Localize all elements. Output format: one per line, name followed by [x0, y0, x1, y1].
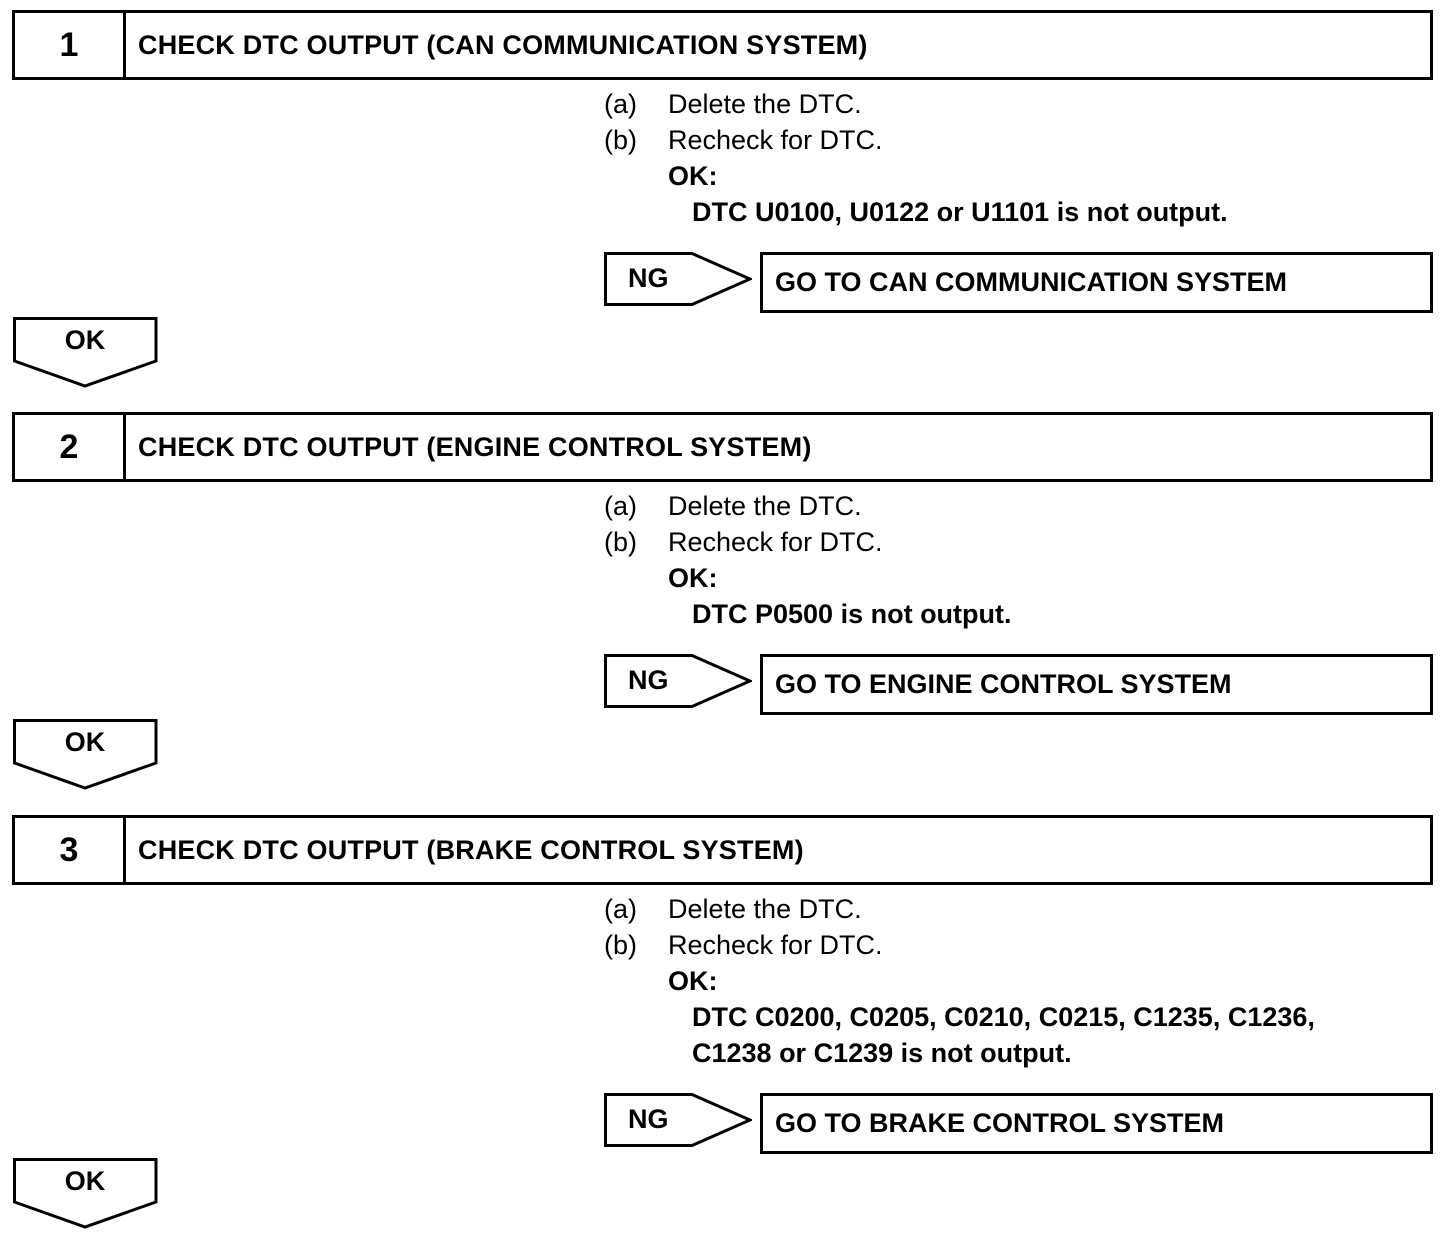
- step-number: 1: [15, 13, 126, 77]
- instruction-text: Delete the DTC.: [668, 894, 862, 924]
- ok-label: OK: [64, 1166, 106, 1196]
- instruction-label: (b): [604, 930, 637, 960]
- ng-arrow: NG: [604, 1093, 752, 1149]
- goto-box: GO TO ENGINE CONTROL SYSTEM: [760, 654, 1433, 715]
- instruction-text: Delete the DTC.: [668, 491, 862, 521]
- instruction-label: (a): [604, 89, 637, 119]
- instruction-item: (b) Recheck for DTC.: [604, 122, 1228, 158]
- ok-label: OK: [64, 727, 106, 757]
- ng-label: NG: [628, 263, 669, 293]
- instruction-label: (b): [604, 527, 637, 557]
- ok-condition-text: DTC U0100, U0122 or U1101 is not output.: [692, 197, 1228, 227]
- ng-arrow: NG: [604, 654, 752, 710]
- ok-condition-label: OK:: [668, 161, 718, 191]
- instruction-item: (a) Delete the DTC.: [604, 488, 1012, 524]
- ng-arrow-shape: [604, 252, 752, 306]
- ok-label: OK: [64, 325, 106, 355]
- ok-condition-text: DTC P0500 is not output.: [692, 599, 1012, 629]
- ng-arrow: NG: [604, 252, 752, 308]
- ok-arrow: OK: [13, 317, 159, 389]
- goto-box: GO TO CAN COMMUNICATION SYSTEM: [760, 252, 1433, 313]
- ng-label: NG: [628, 665, 669, 695]
- instruction-label: (a): [604, 491, 637, 521]
- instruction-text: Recheck for DTC.: [668, 527, 883, 557]
- ng-label: NG: [628, 1104, 669, 1134]
- ok-arrow-shape: [13, 317, 158, 388]
- step-header: 2 CHECK DTC OUTPUT (ENGINE CONTROL SYSTE…: [12, 412, 1433, 482]
- instructions: (a) Delete the DTC. (b) Recheck for DTC.…: [604, 891, 1315, 1071]
- step-header: 1 CHECK DTC OUTPUT (CAN COMMUNICATION SY…: [12, 10, 1433, 80]
- ok-condition-label: OK:: [668, 563, 718, 593]
- step-title: CHECK DTC OUTPUT (BRAKE CONTROL SYSTEM): [138, 834, 804, 865]
- instruction-text: Delete the DTC.: [668, 89, 862, 119]
- ng-arrow-shape: [604, 654, 752, 708]
- step-number: 3: [15, 818, 126, 882]
- instruction-item: (a) Delete the DTC.: [604, 86, 1228, 122]
- step-3: 3 CHECK DTC OUTPUT (BRAKE CONTROL SYSTEM…: [0, 805, 1456, 1240]
- instruction-item: (b) Recheck for DTC.: [604, 524, 1012, 560]
- step-2: 2 CHECK DTC OUTPUT (ENGINE CONTROL SYSTE…: [0, 402, 1456, 802]
- ok-arrow: OK: [13, 1158, 159, 1230]
- instruction-text: Recheck for DTC.: [668, 125, 883, 155]
- ok-condition-text: DTC C0200, C0205, C0210, C0215, C1235, C…: [692, 1002, 1315, 1032]
- ok-condition-text: C1238 or C1239 is not output.: [692, 1038, 1072, 1068]
- goto-box: GO TO BRAKE CONTROL SYSTEM: [760, 1093, 1433, 1154]
- ok-arrow-shape: [13, 1158, 158, 1229]
- instruction-label: (b): [604, 125, 637, 155]
- ok-condition-label: OK:: [668, 966, 718, 996]
- instructions: (a) Delete the DTC. (b) Recheck for DTC.…: [604, 488, 1012, 632]
- step-title: CHECK DTC OUTPUT (ENGINE CONTROL SYSTEM): [138, 431, 812, 462]
- instruction-item: (a) Delete the DTC.: [604, 891, 1315, 927]
- step-number: 2: [15, 415, 126, 479]
- instruction-label: (a): [604, 894, 637, 924]
- ok-arrow: OK: [13, 719, 159, 791]
- step-1: 1 CHECK DTC OUTPUT (CAN COMMUNICATION SY…: [0, 0, 1456, 400]
- step-title: CHECK DTC OUTPUT (CAN COMMUNICATION SYST…: [138, 29, 868, 60]
- ng-arrow-shape: [604, 1093, 752, 1147]
- instructions: (a) Delete the DTC. (b) Recheck for DTC.…: [604, 86, 1228, 230]
- instruction-text: Recheck for DTC.: [668, 930, 883, 960]
- instruction-item: (b) Recheck for DTC.: [604, 927, 1315, 963]
- step-header: 3 CHECK DTC OUTPUT (BRAKE CONTROL SYSTEM…: [12, 815, 1433, 885]
- ok-arrow-shape: [13, 719, 158, 790]
